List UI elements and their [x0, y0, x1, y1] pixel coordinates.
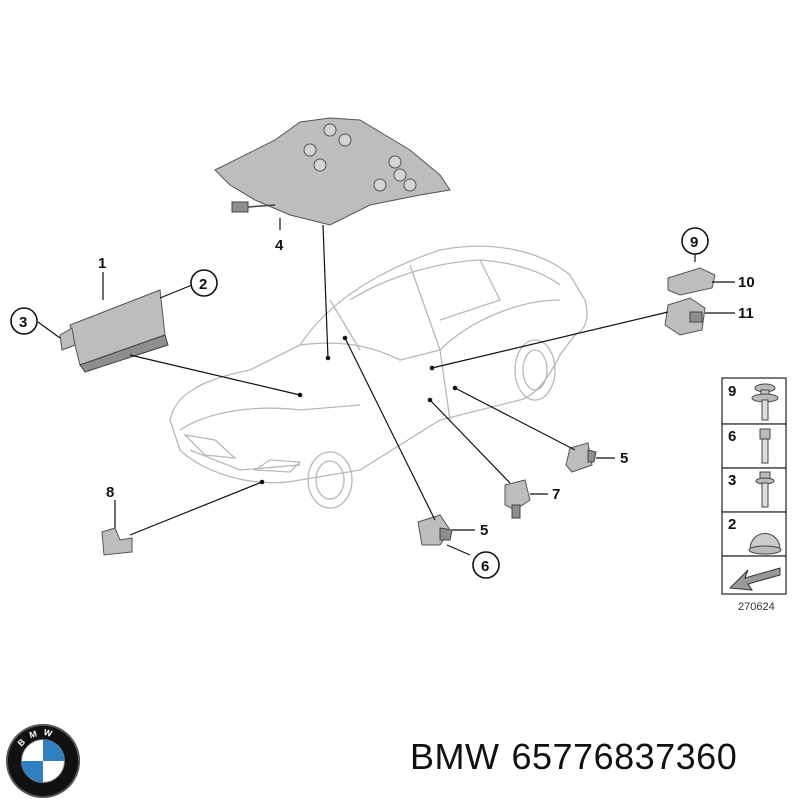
sensor-7: [504, 479, 531, 519]
sensor-5-left: [417, 514, 453, 546]
callout-6: 6: [481, 558, 489, 575]
sensor-11: [664, 297, 706, 336]
arrow-icon: [728, 567, 781, 591]
callout-11: 11: [738, 305, 754, 322]
bmw-logo-icon: BMW: [5, 723, 81, 799]
callout-2: 2: [199, 276, 207, 293]
callout-10: 10: [738, 274, 755, 291]
bracket-10: [667, 267, 716, 296]
callout-8: 8: [106, 484, 114, 501]
legend-box-9: [721, 377, 787, 425]
screw-icon: [755, 471, 775, 508]
screw-flange-icon: [751, 383, 779, 421]
sensor-8: [101, 527, 133, 556]
callout-5-right: 5: [620, 450, 628, 467]
control-unit: [59, 289, 169, 373]
sensor-5-right: [565, 442, 597, 473]
part-number: 65776837360: [511, 736, 738, 777]
bolt-icon: [759, 428, 771, 464]
callout-9-circle: [681, 227, 709, 255]
legend-number-2: 2: [728, 516, 736, 533]
legend-number-9: 9: [728, 383, 736, 400]
leader-lines: [37, 218, 735, 556]
callout-9: 9: [690, 234, 698, 251]
legend-number-6: 6: [728, 428, 736, 445]
callout-3-circle: [10, 307, 38, 335]
callout-1: 1: [98, 255, 106, 272]
callout-5-left: 5: [480, 522, 488, 539]
callout-4: 4: [275, 237, 284, 254]
reference-number: 270624: [738, 601, 775, 613]
legend-number-3: 3: [728, 472, 736, 489]
cap-nut-icon: [748, 533, 782, 555]
brand-name: BMW: [410, 736, 500, 777]
hardware-legend: 9 6 3 2 270624: [721, 377, 787, 613]
callout-6-circle: [472, 551, 500, 579]
callout-2-circle: [190, 269, 218, 297]
callout-3: 3: [19, 314, 27, 331]
seat-occupancy-mat: [214, 117, 451, 226]
callout-7: 7: [552, 486, 560, 503]
footer-brand: BMW 65776837360: [410, 736, 749, 778]
car-outline: [169, 245, 588, 509]
